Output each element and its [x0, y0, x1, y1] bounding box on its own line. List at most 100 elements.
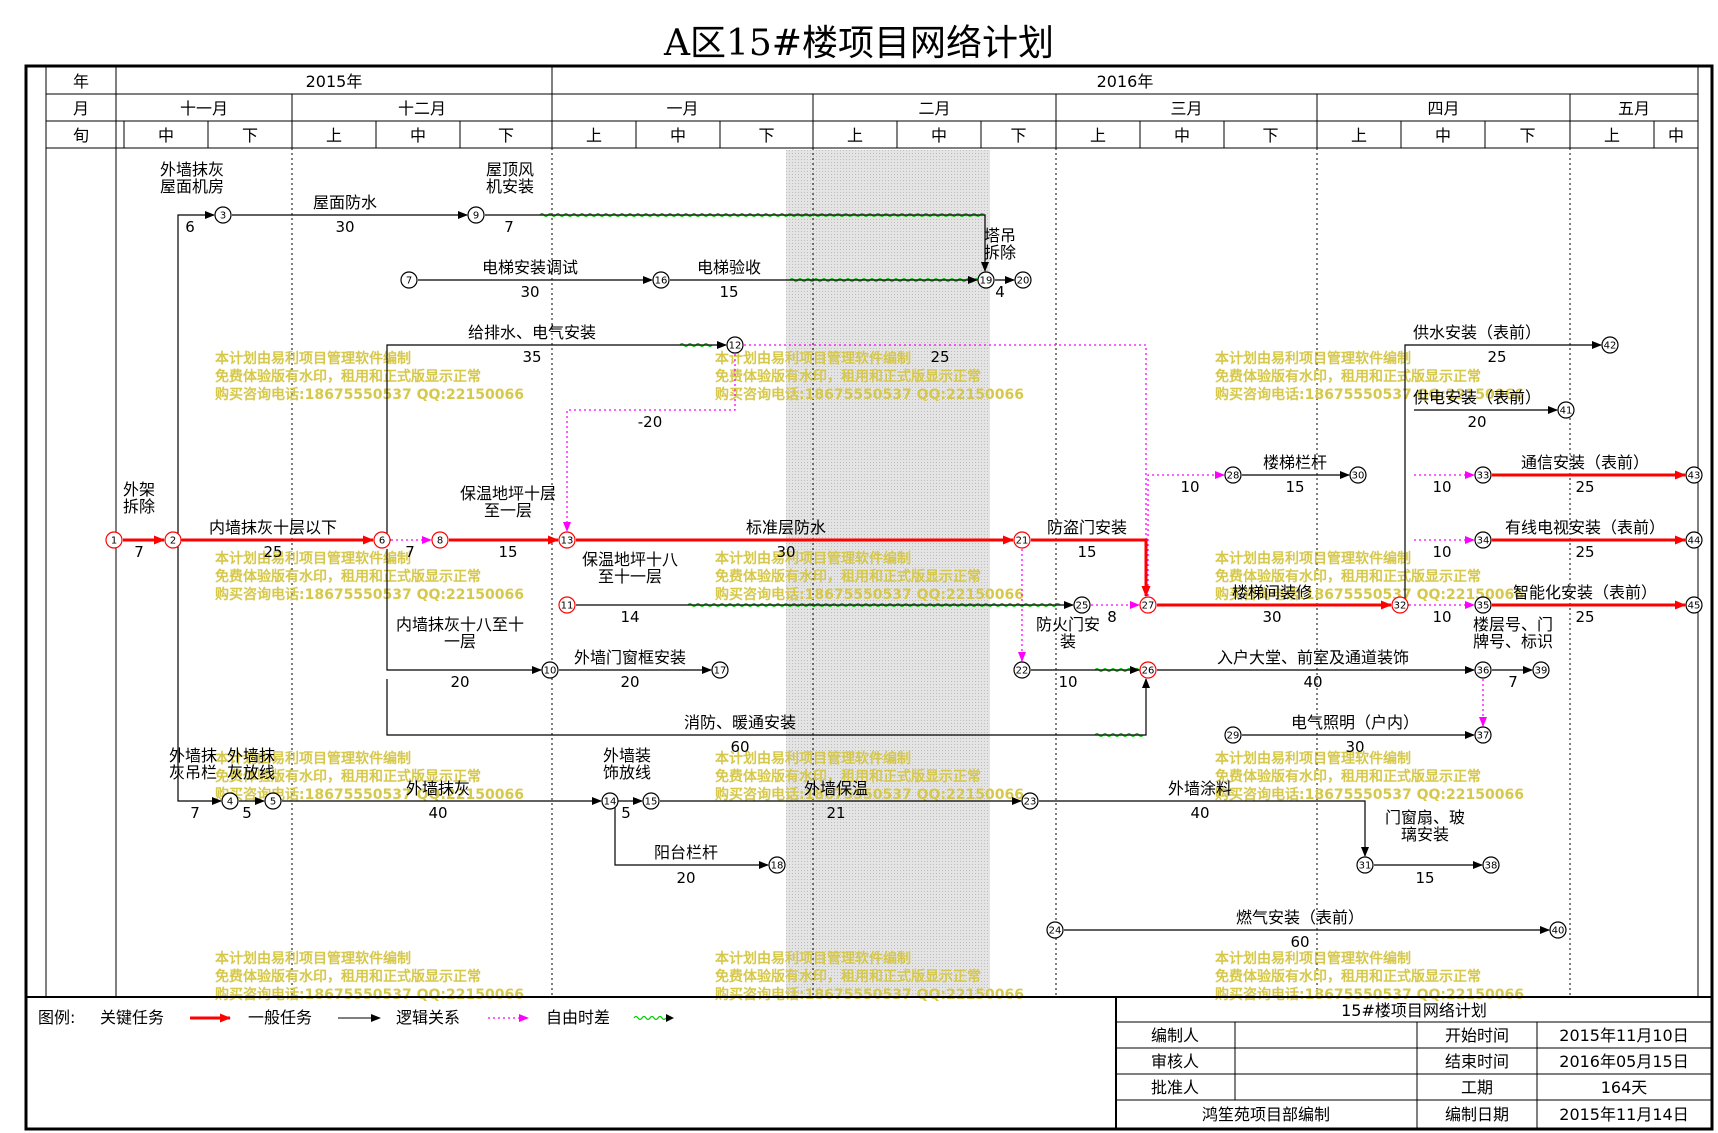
task-duration: 21	[826, 804, 845, 822]
row-label-year: 年	[73, 72, 89, 91]
task-label: 外架	[123, 480, 155, 499]
reviewer-label: 审核人	[1151, 1052, 1199, 1071]
node-circle	[1013, 661, 1031, 679]
watermark-text: 本计划由易利项目管理软件编制	[1215, 950, 1411, 967]
node-number: 11	[561, 601, 574, 612]
node-circle	[977, 271, 995, 289]
node-number: 32	[1394, 601, 1407, 612]
xun-cell: 中	[931, 126, 947, 145]
logic-link-lag: -20	[638, 413, 663, 431]
task-label: 灰吊栏	[169, 763, 217, 782]
xun-cell: 上	[1604, 126, 1620, 145]
node-circle	[1532, 661, 1550, 679]
free-float-segment	[539, 212, 985, 218]
node-circle	[164, 531, 182, 549]
node-circle	[214, 206, 232, 224]
month-cell: 十一月	[180, 99, 228, 118]
task-duration: 7	[504, 218, 514, 236]
task-label: 拆除	[984, 243, 1016, 262]
legend-critical-label: 关键任务	[100, 1008, 164, 1027]
node-number: 28	[1227, 471, 1240, 482]
task-label: 阳台栏杆	[654, 843, 718, 862]
watermark-text: 购买咨询电话:18675550537 QQ:22150066	[715, 386, 1024, 403]
task-label: 屋面机房	[160, 177, 224, 196]
node-circle	[467, 206, 485, 224]
node-number: 9	[473, 211, 479, 222]
task-label: 内墙抹灰十八至十	[396, 615, 524, 634]
watermark-text: 免费体验版有水印，租用和正式版显示正常	[715, 768, 981, 785]
xun-cell: 中	[1174, 126, 1190, 145]
xun-cell: 中	[670, 126, 686, 145]
node-number: 40	[1552, 926, 1565, 937]
task-duration: 7	[1508, 673, 1518, 691]
watermark-text: 免费体验版有水印，租用和正式版显示正常	[715, 568, 981, 585]
xun-cell: 下	[1519, 126, 1535, 145]
task-duration: 7	[134, 543, 144, 561]
task-label: 塔吊	[984, 226, 1016, 245]
node-circle	[1474, 466, 1492, 484]
xun-cell: 上	[847, 126, 863, 145]
node-number: 27	[1142, 601, 1155, 612]
xun-cell: 下	[1010, 126, 1026, 145]
task-label: 供水安装（表前）	[1413, 323, 1541, 342]
node-number: 14	[604, 797, 617, 808]
task-duration: 60	[730, 738, 749, 756]
critical-task-arrow	[1031, 538, 1151, 597]
watermark-text: 购买咨询电话:18675550537 QQ:22150066	[715, 786, 1024, 803]
node-circle	[1474, 661, 1492, 679]
task-duration: 5	[242, 804, 252, 822]
watermark-text: 本计划由易利项目管理软件编制	[1215, 750, 1411, 767]
task-duration: 7	[190, 804, 200, 822]
watermark-text: 免费体验版有水印，租用和正式版显示正常	[215, 368, 481, 385]
node-number: 43	[1688, 471, 1701, 482]
node-circle	[642, 792, 660, 810]
task-label: 外墙涂料	[1168, 779, 1232, 798]
task-label: 璃安装	[1401, 825, 1449, 844]
task-label: 屋面防水	[313, 193, 377, 212]
task-arrow	[386, 678, 1150, 736]
task-label: 楼梯间装修	[1232, 583, 1312, 602]
task-label: 屋顶风	[486, 160, 534, 179]
node-number: 25	[1076, 601, 1089, 612]
end-time-label: 结束时间	[1445, 1052, 1509, 1071]
xun-row: 中下上中下上中下上中下上中下上中下上中	[123, 121, 1684, 148]
month-cell: 三月	[1170, 99, 1202, 118]
watermark-text: 免费体验版有水印，租用和正式版显示正常	[215, 568, 481, 585]
task-label: 燃气安装（表前）	[1236, 908, 1364, 927]
year-cell: 2016年	[1097, 72, 1154, 91]
task-duration: 4	[995, 283, 1005, 301]
task-duration: 40	[1190, 804, 1209, 822]
node-number: 7	[406, 276, 412, 287]
node-number: 33	[1477, 471, 1490, 482]
end-time-value: 2016年05月15日	[1559, 1052, 1688, 1071]
node-circle	[1224, 466, 1242, 484]
info-title: 15#楼项目网络计划	[1341, 1001, 1487, 1020]
node-circle	[711, 661, 729, 679]
xun-cell: 上	[1351, 126, 1367, 145]
legend-float-label: 自由时差	[546, 1008, 610, 1027]
node-circle	[105, 531, 123, 549]
node-number: 12	[729, 341, 742, 352]
duration-value: 164天	[1601, 1078, 1648, 1097]
task-duration: 6	[185, 218, 195, 236]
task-duration: 20	[450, 673, 469, 691]
task-label: 电气照明（户内）	[1291, 713, 1419, 732]
node-number: 13	[561, 536, 574, 547]
node-circle	[400, 271, 418, 289]
task-duration: 25	[1575, 608, 1594, 626]
node-circle	[264, 792, 282, 810]
xun-cell: 上	[326, 126, 342, 145]
node-number: 8	[437, 536, 443, 547]
watermark-text: 本计划由易利项目管理软件编制	[215, 750, 411, 767]
watermark-text: 免费体验版有水印，租用和正式版显示正常	[1215, 568, 1481, 585]
task-label: 智能化安装（表前）	[1513, 583, 1657, 602]
task-label: 保温地坪十八	[582, 550, 678, 569]
task-duration: 5	[621, 804, 631, 822]
task-duration: 15	[719, 283, 738, 301]
node-number: 6	[379, 536, 385, 547]
watermark-text: 本计划由易利项目管理软件编制	[715, 750, 911, 767]
node-number: 44	[1688, 536, 1701, 547]
legend-float-line	[633, 1015, 667, 1021]
